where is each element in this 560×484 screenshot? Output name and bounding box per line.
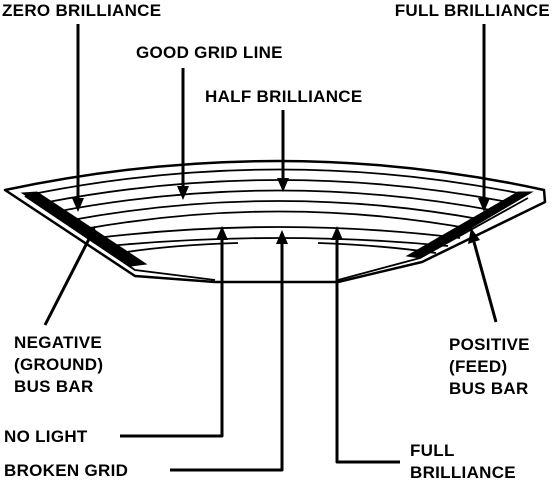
- label-no-light: NO LIGHT: [4, 427, 88, 446]
- arrowhead-full-brilliance-top: [478, 198, 490, 212]
- broken-grid-line-left: [119, 242, 239, 254]
- arrowhead-negative-bus-bar: [84, 226, 96, 242]
- grid-line: [95, 226, 461, 239]
- arrowhead-no-light: [216, 226, 228, 240]
- label-broken-grid: BROKEN GRID: [4, 461, 128, 480]
- leader-full-brilliance-bottom: [335, 236, 400, 464]
- leader-negative-bus-bar: [43, 238, 91, 326]
- leader-no-light: [120, 236, 224, 438]
- leader-broken-grid: [170, 242, 284, 472]
- arrowhead-half-brilliance: [277, 178, 289, 192]
- label-negative-line-2: (GROUND): [14, 355, 103, 374]
- label-half-brilliance: HALF BRILLIANCE: [205, 87, 362, 106]
- grid-line: [71, 200, 485, 221]
- callout-labels: ZERO BRILLIANCE FULL BRILLIANCE GOOD GRI…: [2, 1, 550, 482]
- rear-window-glass: [3, 159, 547, 284]
- leader-positive-bus-bar: [472, 241, 498, 323]
- label-zero-brilliance: ZERO BRILLIANCE: [2, 1, 161, 20]
- arrowhead-full-brilliance-bottom: [331, 226, 343, 240]
- label-negative-line-1: NEGATIVE: [14, 333, 102, 352]
- label-full-brilliance-top: FULL BRILLIANCE: [395, 1, 550, 20]
- broken-grid-line-right: [317, 242, 437, 254]
- callout-leaders: [43, 24, 498, 472]
- arrowhead-good-grid-line: [177, 186, 189, 200]
- label-positive-line-1: POSITIVE: [449, 335, 530, 354]
- label-full-brilliance-bottom-line-1: FULL: [410, 441, 455, 460]
- arrowhead-zero-brilliance: [72, 198, 84, 212]
- grid-line: [83, 210, 473, 230]
- positive-bus-bar: [405, 191, 534, 259]
- arrowhead-positive-bus-bar: [468, 228, 480, 244]
- label-full-brilliance-bottom-line-2: BRILLIANCE: [410, 463, 516, 482]
- grid-line: [59, 189, 497, 212]
- label-positive-line-2: (FEED): [449, 357, 507, 376]
- grid-line: [37, 168, 519, 194]
- label-positive-line-3: BUS BAR: [449, 379, 529, 398]
- label-good-grid-line: GOOD GRID LINE: [136, 43, 283, 62]
- arrowhead-broken-grid: [276, 230, 288, 244]
- label-negative-line-3: BUS BAR: [14, 377, 94, 396]
